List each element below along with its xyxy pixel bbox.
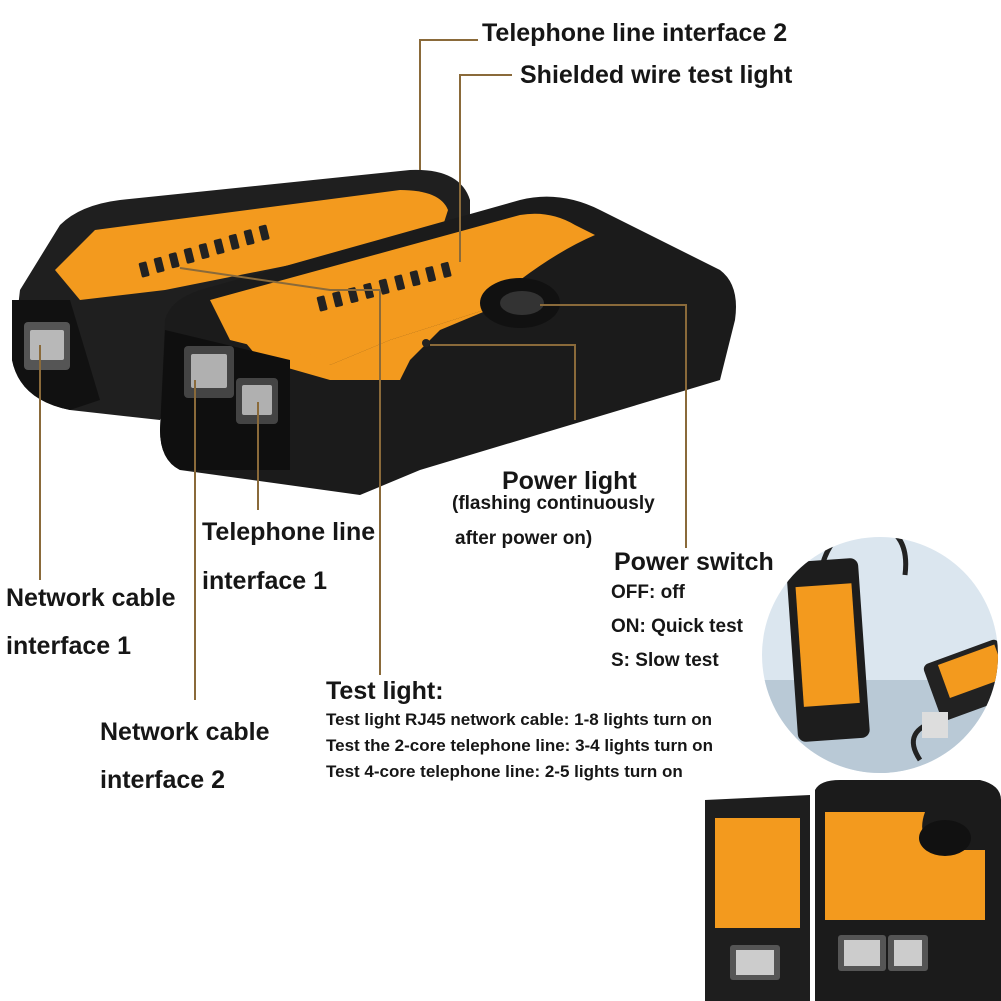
remote-led-row (138, 224, 270, 278)
label-network-interface-2-line1: Network cable (100, 718, 270, 746)
remote-led (138, 261, 150, 278)
label-test-light-rj45: Test light RJ45 network cable: 1-8 light… (326, 710, 713, 729)
label-test-light-2core: Test the 2-core telephone line: 3-4 ligh… (326, 736, 713, 755)
label-network-interface-1-line2: interface 1 (6, 632, 132, 660)
callout-power-switch (540, 304, 687, 548)
main-led-row (316, 261, 452, 312)
main-led (316, 295, 328, 312)
remote-led (258, 224, 270, 241)
label-shielded-wire-light: Shielded wire test light (520, 61, 793, 89)
label-power-switch-title: Power switch (614, 548, 774, 576)
label-power-switch-on: ON: Quick test (611, 616, 743, 637)
main-led (332, 291, 343, 308)
label-test-light-4core: Test 4-core telephone line: 2-5 lights t… (326, 762, 683, 781)
power-led (422, 339, 430, 347)
main-unit (160, 196, 736, 495)
main-led (394, 274, 405, 291)
remote-led (183, 247, 195, 264)
main-led (440, 261, 452, 278)
label-telephone-interface-2: Telephone line interface 2 (482, 19, 788, 47)
remote-led (168, 252, 180, 269)
callout-lines (39, 39, 687, 700)
callout-power-light (430, 344, 576, 420)
label-power-light-title: Power light (502, 467, 637, 495)
callout-telephone-interface-2 (419, 39, 478, 170)
remote-orange-panel (55, 190, 448, 300)
main-led (425, 266, 436, 283)
label-power-switch-s: S: Slow test (611, 650, 719, 671)
inset-photo-front-view (705, 780, 1001, 1001)
label-network-interface-2-line2: interface 2 (100, 766, 226, 794)
main-led (347, 287, 359, 304)
label-network-interface-1-line1: Network cable (6, 584, 176, 612)
callout-shielded-wire-light (459, 74, 512, 262)
remote-led (243, 229, 255, 246)
inset-photo-connected (762, 537, 998, 773)
label-test-light-title: Test light: (326, 677, 444, 705)
label-telephone-interface-1-line2: interface 1 (202, 567, 328, 595)
remote-led (198, 243, 210, 260)
remote-led (213, 238, 225, 255)
main-led (378, 278, 390, 295)
label-telephone-interface-1-line1: Telephone line (202, 518, 376, 546)
remote-led (153, 256, 165, 273)
label-power-light-desc-2: after power on) (455, 528, 593, 549)
callout-test-light (179, 267, 381, 675)
remote-led (228, 233, 240, 250)
main-led (409, 270, 421, 287)
label-power-light-desc-1: (flashing continuously (452, 493, 655, 514)
label-power-switch-off: OFF: off (611, 582, 685, 603)
